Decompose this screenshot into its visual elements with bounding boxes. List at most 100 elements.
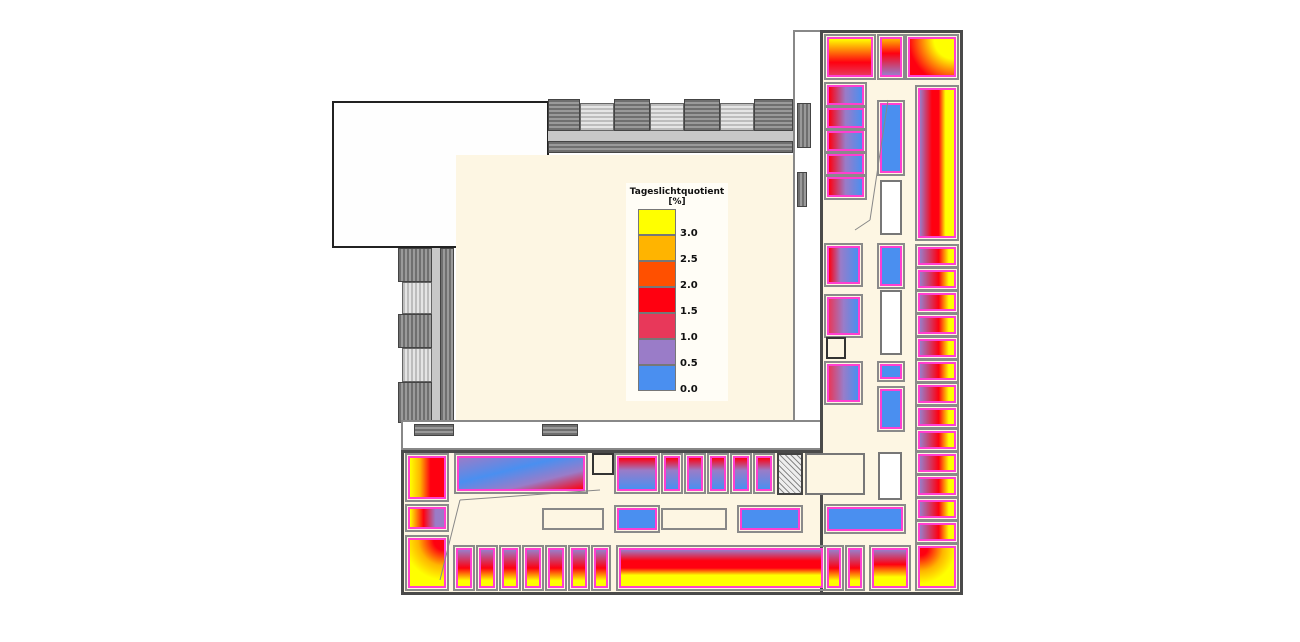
louver-block xyxy=(580,103,614,131)
room-e-office xyxy=(915,244,959,268)
room-e-center xyxy=(877,100,905,176)
room-ne-corner xyxy=(905,34,959,80)
legend-title: Tageslichtquotient xyxy=(629,187,725,197)
legend-swatch-2-5 xyxy=(638,235,676,261)
room-e-office xyxy=(915,267,959,291)
room-e-office xyxy=(915,497,959,521)
room-s-bottom xyxy=(869,545,911,591)
legend-label: 2.0 xyxy=(680,280,698,291)
stair-shading xyxy=(797,172,807,207)
room-s-mid-blue xyxy=(614,505,660,533)
daylight-factor-legend: Tageslichtquotient [%] 3.0 2.5 2.0 1.5 1… xyxy=(626,183,728,401)
lift-shaft xyxy=(777,453,803,495)
legend-swatch-2-0 xyxy=(638,261,676,287)
legend-unit: [%] xyxy=(668,197,686,207)
room-s-bottom xyxy=(591,545,611,591)
louver-block xyxy=(402,348,432,382)
room-s-bottom xyxy=(476,545,498,591)
room-s-top xyxy=(730,453,752,494)
room-e-office xyxy=(915,520,959,544)
room-s-mid-blue xyxy=(737,505,803,533)
room-s-bottom xyxy=(499,545,521,591)
stair-shading xyxy=(414,424,454,436)
louver-block xyxy=(684,99,720,131)
legend-label: 2.5 xyxy=(680,254,698,265)
shaft xyxy=(592,453,614,475)
room-ne-1 xyxy=(824,34,876,80)
louver-strip xyxy=(548,141,793,153)
room-e-office xyxy=(915,451,959,475)
louver-block xyxy=(720,103,754,131)
room-e-office xyxy=(915,405,959,429)
louver-block xyxy=(754,99,793,131)
room-s-mid-blue xyxy=(824,504,906,534)
room-sw-corner-top xyxy=(405,453,449,502)
room-e-open-office xyxy=(915,85,959,241)
legend-swatch-0-5 xyxy=(638,339,676,365)
room-s-top xyxy=(614,453,660,494)
louver-gap xyxy=(548,131,793,141)
louver-block xyxy=(614,99,650,131)
workstation-block xyxy=(661,508,727,530)
room-s-top xyxy=(753,453,775,494)
louver-block xyxy=(650,103,684,131)
room-s-top xyxy=(707,453,729,494)
stair-shading xyxy=(542,424,578,436)
room-e-left xyxy=(824,128,867,154)
legend-label: 0.5 xyxy=(680,358,698,369)
room-s-bottom xyxy=(568,545,590,591)
legend-label: 0.0 xyxy=(680,384,698,395)
room-sw-small xyxy=(405,504,449,532)
toilet-block xyxy=(880,180,902,235)
room-e-left xyxy=(824,82,867,108)
louver-block xyxy=(398,314,432,348)
louver-block xyxy=(548,99,580,131)
louver-block xyxy=(398,248,432,282)
room-s-bottom xyxy=(453,545,475,591)
legend-swatch-1-5 xyxy=(638,287,676,313)
room-e-office xyxy=(915,474,959,498)
legend-swatch-1-0 xyxy=(638,313,676,339)
louver-block xyxy=(398,382,432,423)
room-s-top xyxy=(684,453,706,494)
courtyard-edge-bottom xyxy=(401,420,823,450)
room-e-left xyxy=(824,174,867,200)
room-e-blue xyxy=(877,243,905,289)
workstation-block xyxy=(542,508,604,530)
legend-label: 1.5 xyxy=(680,306,698,317)
legend-label: 3.0 xyxy=(680,228,698,239)
room-e-office xyxy=(915,290,959,314)
legend-swatch-0-0 xyxy=(638,365,676,391)
left-louver-column xyxy=(398,248,456,423)
toilet-block xyxy=(878,452,902,500)
room-e-left xyxy=(824,105,867,131)
room-e-left xyxy=(824,151,867,177)
room-e-mid xyxy=(824,294,863,338)
stair-core xyxy=(805,453,865,495)
room-s-open-office xyxy=(616,545,826,591)
room-se-corner xyxy=(915,543,959,591)
room-e-office xyxy=(915,428,959,452)
legend-swatch-3-0 xyxy=(638,209,676,235)
circulation-lines xyxy=(439,99,889,581)
room-e-office xyxy=(915,382,959,406)
room-e-blue xyxy=(877,361,905,382)
room-s-bottom xyxy=(845,545,865,591)
stair-shading xyxy=(797,103,811,148)
room-e-mid xyxy=(824,361,863,405)
shaft xyxy=(826,337,846,359)
room-e-office xyxy=(915,336,959,360)
room-e-blue xyxy=(877,386,905,432)
room-s-bottom xyxy=(824,545,844,591)
louver-gap xyxy=(432,248,440,423)
toilet-block xyxy=(880,290,902,355)
room-e-office xyxy=(915,313,959,337)
room-s-meeting xyxy=(454,453,588,494)
legend-label: 1.0 xyxy=(680,332,698,343)
room-e-mid xyxy=(824,243,863,287)
louver-block xyxy=(402,282,432,314)
room-s-top xyxy=(661,453,683,494)
room-e-office xyxy=(915,359,959,383)
room-s-bottom xyxy=(545,545,567,591)
room-s-bottom xyxy=(522,545,544,591)
